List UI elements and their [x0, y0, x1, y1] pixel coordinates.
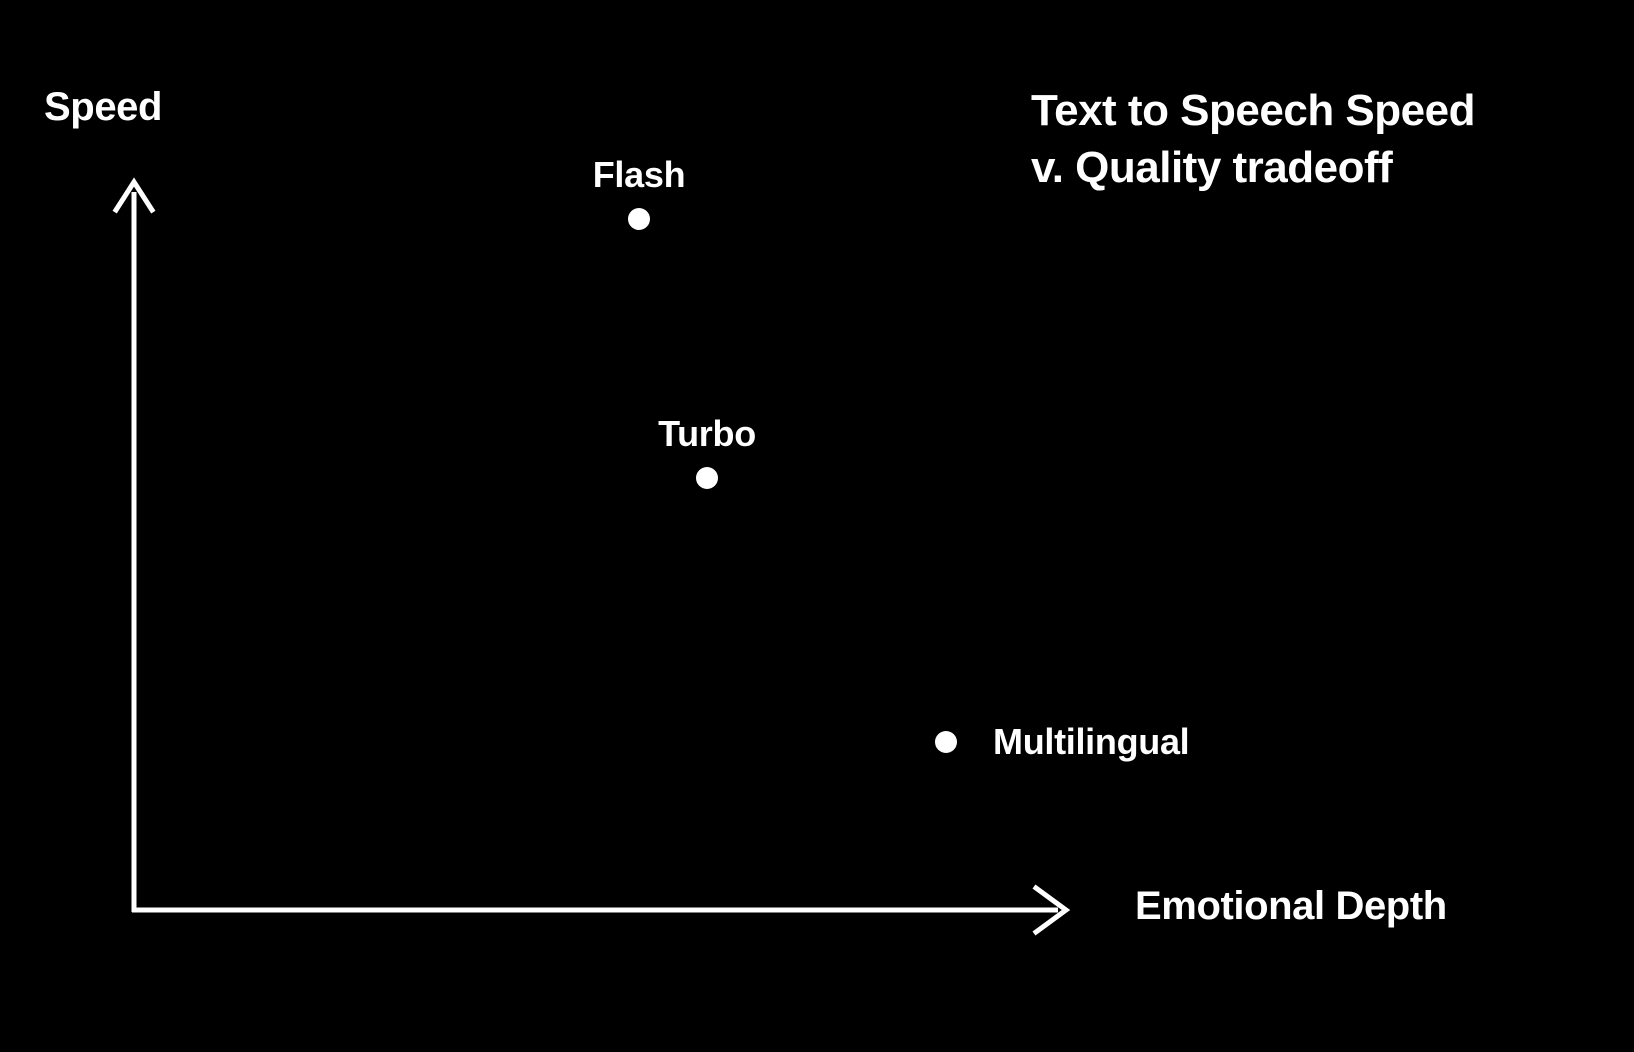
arrow-right-icon — [1032, 884, 1071, 936]
data-point-marker[interactable] — [696, 467, 718, 489]
data-point-label: Turbo — [658, 413, 756, 454]
data-point-label: Flash — [592, 154, 686, 195]
x-axis-title: Emotional Depth — [1135, 884, 1447, 928]
chart-title: Text to Speech Speed v. Quality tradeoff — [1031, 86, 1475, 193]
data-point-label: Multilingual — [993, 721, 1190, 762]
data-point-marker[interactable] — [628, 208, 650, 230]
y-axis-title: Speed — [44, 85, 163, 129]
data-point-marker[interactable] — [935, 731, 957, 753]
arrow-up-icon — [112, 177, 156, 214]
